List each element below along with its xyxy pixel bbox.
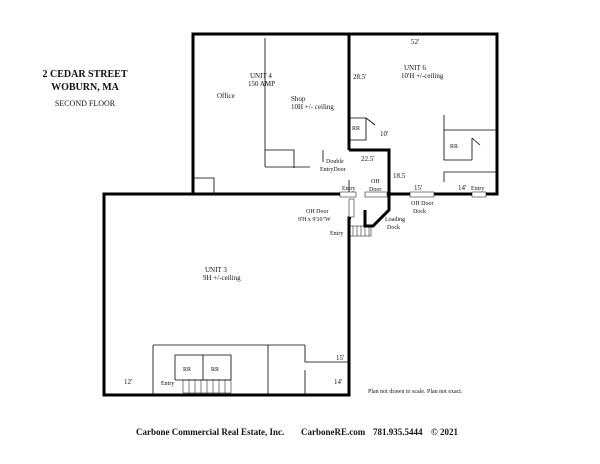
shop-room-wall [265,149,295,168]
unit6-inner-door [471,137,481,146]
unit3-rr2-label: RR [211,367,219,373]
unit3-entry-label: Entry [161,381,174,387]
unit3-office-room [304,345,349,363]
floor-title: SECOND FLOOR [55,99,116,108]
upper-outer-wall [191,32,499,196]
loading-dock-wall [363,194,391,228]
footer-copyright: © 2021 [431,427,458,437]
lower-outer-wall [102,192,351,397]
dim-28-5: 28.5' [353,73,367,81]
unit6-restroom-door [365,117,376,126]
unit6-restroom-label: RR [352,126,360,132]
dim-14-low: 14' [334,378,342,386]
scale-note: Plan not drawn to scale. Plan not exact. [368,389,463,395]
double-entry-label-2: EntryDoor [320,167,346,173]
unit6-room-wall [443,129,497,161]
unit6-ceiling-label: 10'H +/-ceiling [401,72,444,80]
footer-company: Carbone Commercial Real Estate, Inc. [136,427,284,437]
dim-22-5: 22.5' [361,155,375,163]
office-label: Office [217,92,235,100]
shop-label: Shop [291,95,306,103]
unit4-label: UNIT 4 [250,72,272,80]
oh-door-left-label-2: 9'H x 9'10"W [298,217,331,223]
dim-12: 12' [124,378,132,386]
unit3-rr1-label: RR [183,367,191,373]
unit3-label: UNIT 3 [205,266,227,274]
unit3-rr-top [175,354,232,380]
oh-dock-door-gap [409,191,435,198]
oh-door-gap [364,191,388,198]
stair-core-wall [349,148,391,194]
oh-door-label: Door [369,187,381,193]
entry-door-label: Entry [342,186,355,192]
address-title: 2 CEDAR STREET [42,69,127,80]
loading-dock-label-2: Dock [387,225,400,231]
oh-label: OH [371,179,380,185]
entry-door-gap [339,191,357,198]
unit6-rr-label: RR [450,144,458,150]
unit3-ceiling-label: 9H +/-ceiling [203,274,241,282]
oh-door-left-label-1: OH Door [306,209,329,215]
dim-18-5: 18.5 [393,172,406,180]
dim-14-top: 14' [458,184,466,192]
oh-door-dock-label-2: Dock [413,209,426,215]
entry-stair-label: Entry [330,231,343,237]
shop-ceiling-label: 10H +/- ceiling [291,103,334,111]
unit4-power-label: 150 AMP [248,80,275,88]
entry-right-door-gap [471,191,487,198]
unit3-entry-stairs [182,379,232,394]
dim-15-top: 15' [414,184,422,192]
stair-treads [348,225,372,237]
footer-website: CarboneRE.com [301,427,366,437]
double-entry-label-1: Double [326,159,344,165]
unit6-label: UNIT 6 [404,64,426,72]
entry-right-label: Entry [471,186,484,192]
dim-10: 10' [380,130,388,138]
dim-15-low: 15' [336,354,344,362]
unit4-corner-wall [193,177,215,194]
oh-door-dock-label-1: OH Door [411,201,434,207]
loading-dock-label-1: Loading [385,217,405,223]
oh-door-left-gap [348,198,355,218]
city-title: WOBURN, MA [51,82,120,93]
unit6-restroom-wall [349,117,367,141]
dim-52: 52' [411,38,419,46]
footer-phone: 781.935.5444 [373,427,423,437]
